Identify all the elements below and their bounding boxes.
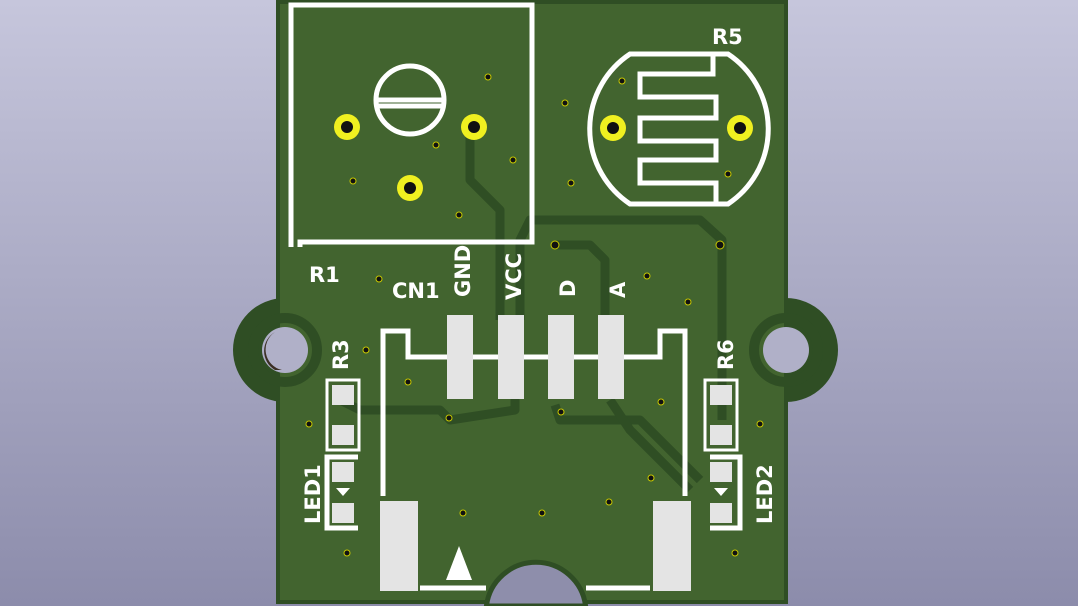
label-r5: R5 xyxy=(712,25,743,49)
label-led2: LED2 xyxy=(753,464,777,524)
label-gnd: GND xyxy=(451,245,475,297)
label-led1: LED1 xyxy=(301,464,325,524)
label-vcc: VCC xyxy=(502,253,526,300)
label-r6: R6 xyxy=(714,339,738,370)
label-cn1: CN1 xyxy=(392,279,440,303)
connector-cn1 xyxy=(380,315,691,591)
board-notch xyxy=(483,559,589,606)
photoresistor-r5 xyxy=(587,51,771,207)
label-r1: R1 xyxy=(309,263,340,287)
label-d: D xyxy=(556,280,580,297)
resistor-r6-led2 xyxy=(703,378,743,531)
resistor-r3-led1 xyxy=(324,378,361,531)
copper-traces xyxy=(337,130,727,494)
potentiometer-r1 xyxy=(288,2,535,247)
label-r3: R3 xyxy=(329,339,353,370)
label-a: A xyxy=(606,281,630,298)
vias xyxy=(305,73,764,557)
